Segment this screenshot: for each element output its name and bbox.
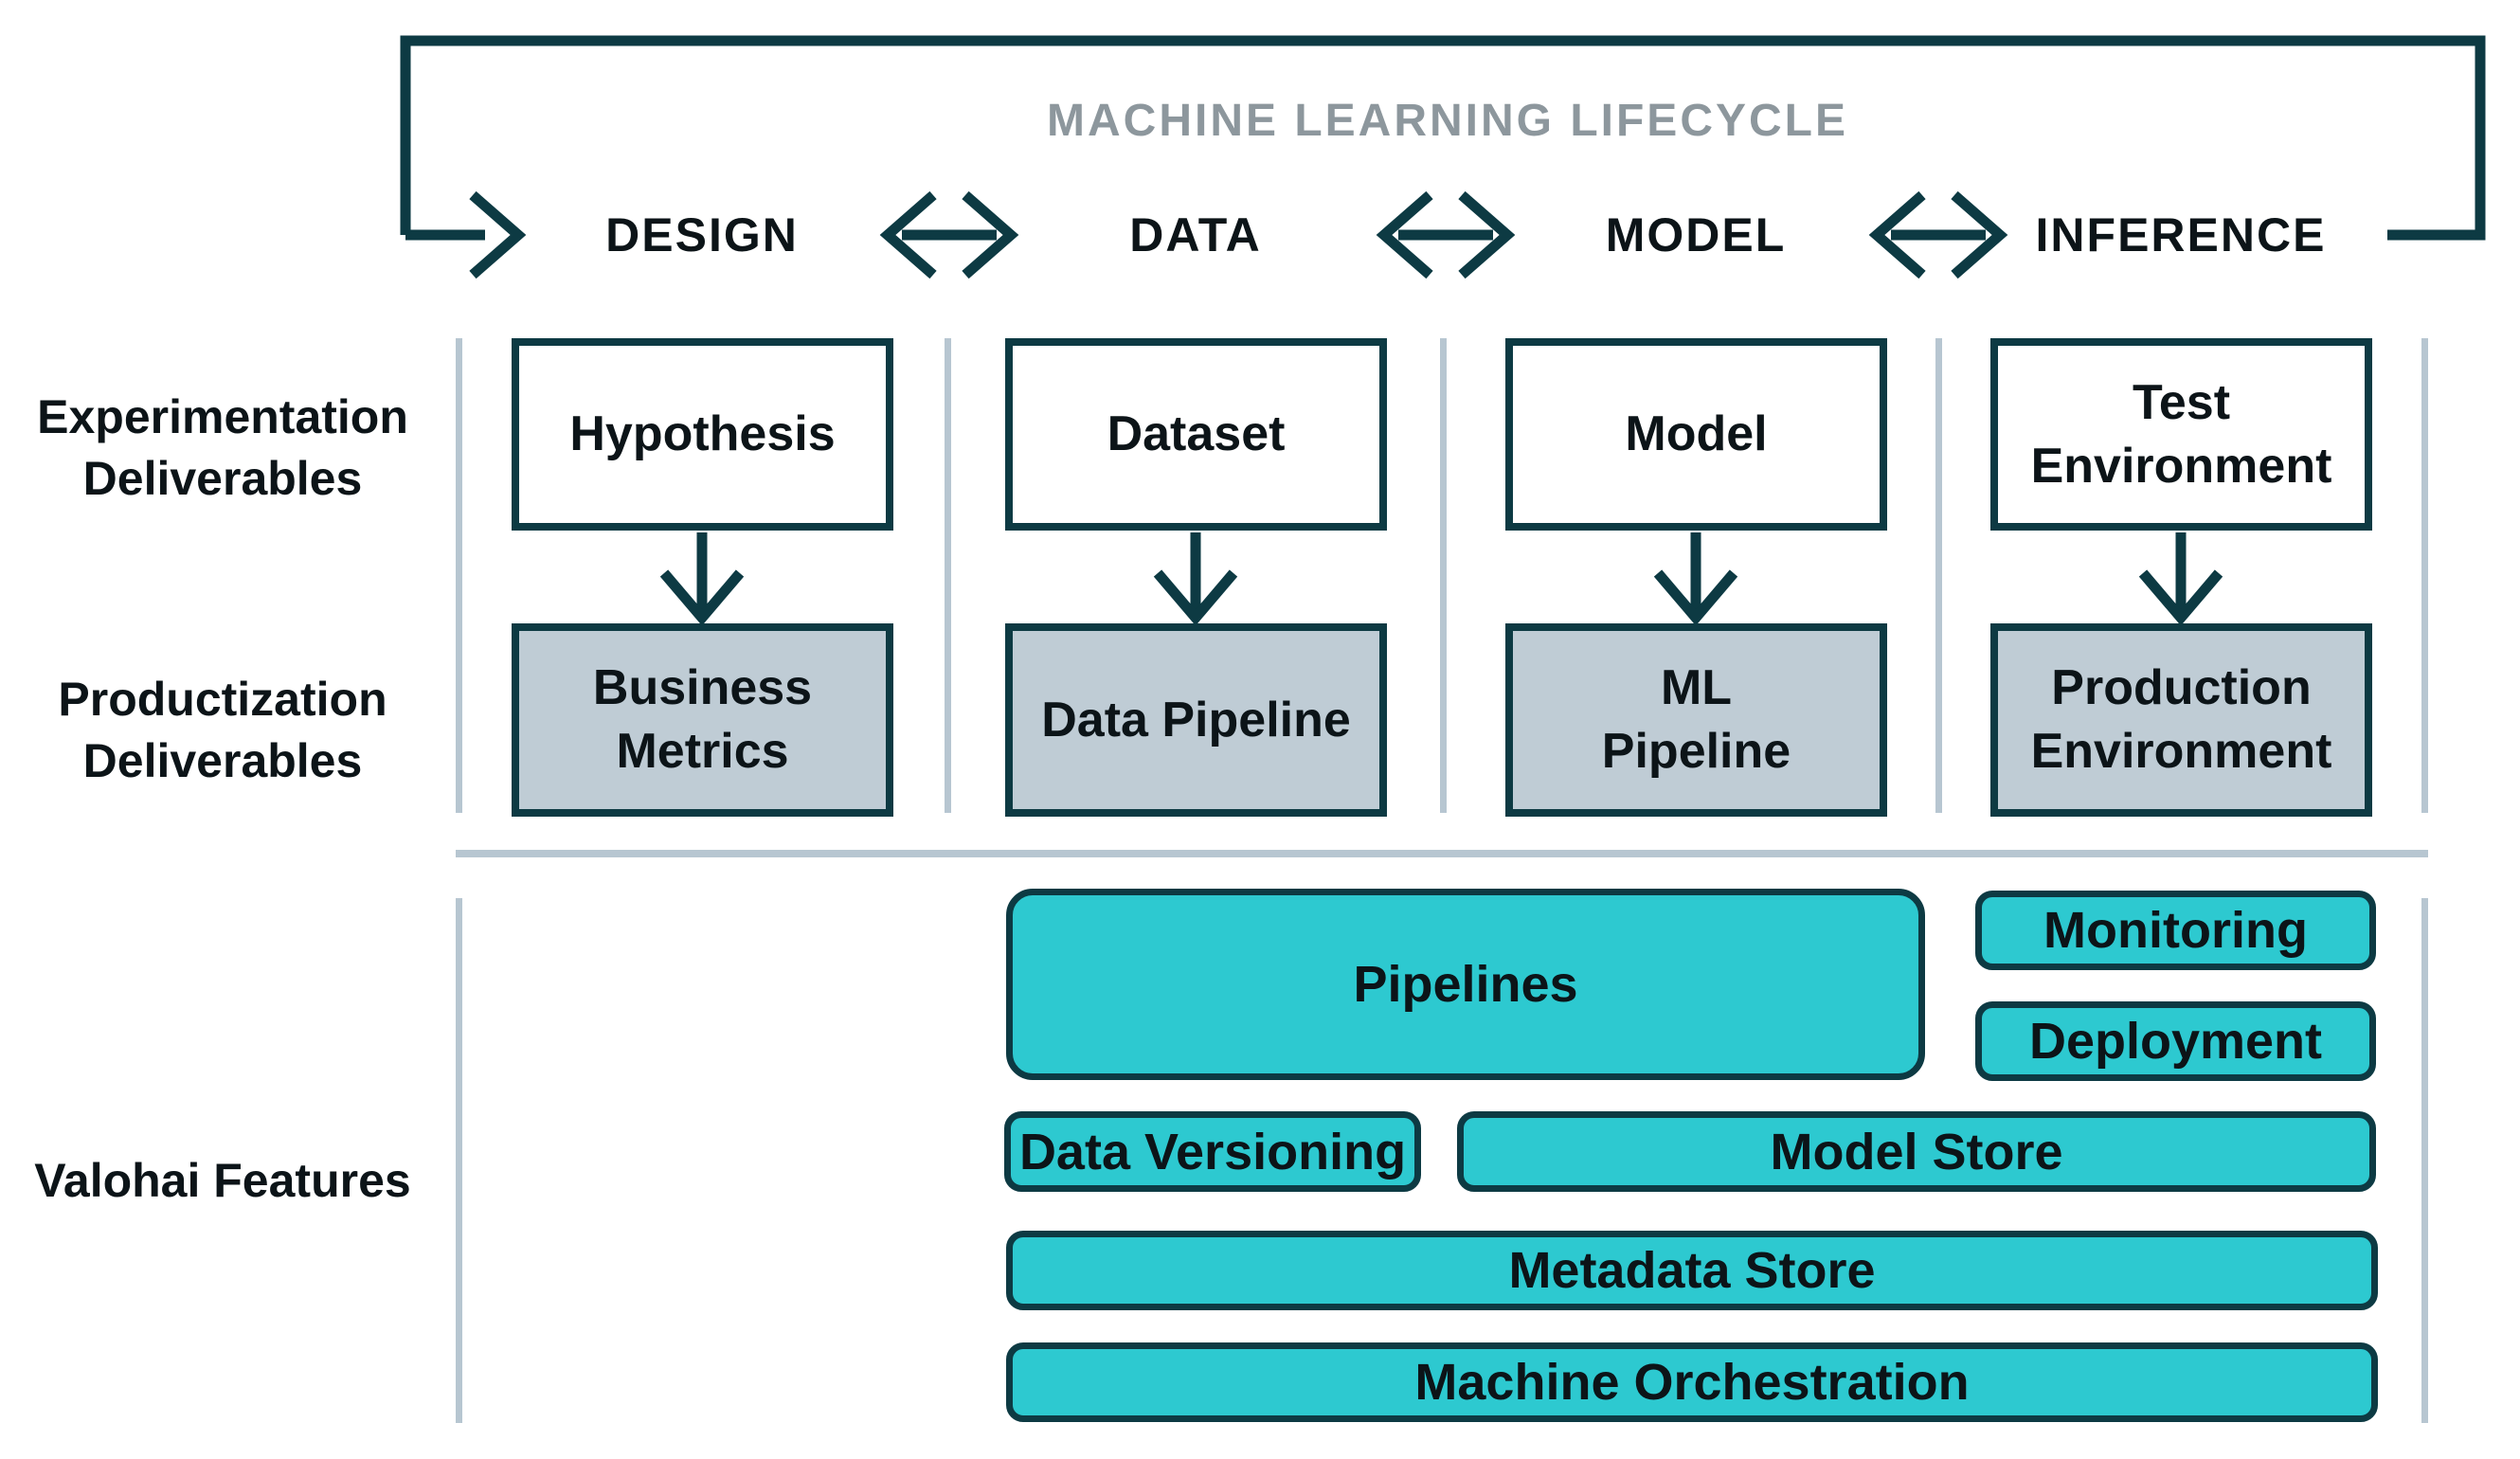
down-arrow-icon (1653, 569, 1738, 626)
feature-data-versioning: Data Versioning (1004, 1111, 1421, 1192)
box-dataset: Dataset (1005, 338, 1387, 531)
feature-metadata-store: Metadata Store (1006, 1231, 2378, 1310)
feature-pipelines: Pipelines (1006, 889, 1925, 1080)
column-separator (945, 338, 951, 813)
stage-label-data: DATA (1129, 208, 1262, 261)
column-separator (456, 338, 462, 813)
stage-label-model: MODEL (1605, 208, 1787, 261)
row-label-productization-deliverables: Productization Deliverables (58, 673, 387, 787)
box-hypothesis: Hypothesis (512, 338, 893, 531)
double-arrow-right-icon (962, 190, 1019, 279)
box-data-pipeline: Data Pipeline (1005, 623, 1387, 817)
stage-label-design: DESIGN (605, 208, 799, 261)
down-arrow-icon (1153, 569, 1238, 626)
double-arrow-right-icon (1458, 190, 1516, 279)
column-separator (1440, 338, 1447, 813)
lifecycle-title: MACHINE LEARNING LIFECYCLE (1047, 96, 1848, 146)
box-model: Model (1505, 338, 1887, 531)
box-production-environment: Production Environment (1990, 623, 2372, 817)
double-arrow-left-icon (879, 190, 937, 279)
feature-machine-orchestration: Machine Orchestration (1006, 1342, 2378, 1422)
double-arrow-left-icon (1376, 190, 1433, 279)
column-separator (1935, 338, 1942, 813)
double-arrow-left-icon (1868, 190, 1926, 279)
section-divider (456, 850, 2428, 857)
box-ml-pipeline: ML Pipeline (1505, 623, 1887, 817)
row-label-valohai-features: Valohai Features (34, 1154, 411, 1207)
feature-monitoring: Monitoring (1975, 891, 2376, 970)
stage-label-inference: INFERENCE (2035, 208, 2327, 261)
feature-deployment: Deployment (1975, 1001, 2376, 1081)
column-separator (2421, 338, 2428, 813)
feature-model-store: Model Store (1457, 1111, 2376, 1192)
down-arrow-icon (659, 569, 745, 626)
entry-arrow-icon (469, 190, 527, 279)
features-right-separator (2421, 898, 2428, 1423)
lifecycle-loop-line (400, 35, 2486, 241)
box-test-environment: Test Environment (1990, 338, 2372, 531)
box-business-metrics: Business Metrics (512, 623, 893, 817)
row-label-experimentation-deliverables: Experimentation Deliverables (37, 390, 408, 505)
features-left-separator (456, 898, 462, 1423)
down-arrow-icon (2138, 569, 2223, 626)
double-arrow-right-icon (1951, 190, 2008, 279)
